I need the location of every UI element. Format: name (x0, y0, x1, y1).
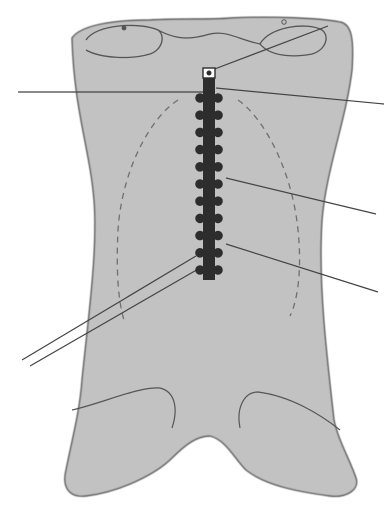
vertebra-body (202, 146, 216, 154)
vertebra (195, 162, 223, 172)
vertebra-body (202, 111, 216, 119)
vertebra-body (202, 266, 216, 274)
vertebra (195, 231, 223, 241)
vertebra (195, 196, 223, 206)
vertebra (195, 248, 223, 258)
vertebra-body (202, 214, 216, 222)
top-vertebra-dot (207, 71, 212, 76)
vertebra-body (202, 249, 216, 257)
left-shoulder-mark (122, 26, 127, 31)
vertebra (195, 110, 223, 120)
vertebra-body (202, 94, 216, 102)
vertebra (195, 145, 223, 155)
vertebra (195, 214, 223, 224)
vertebra (195, 179, 223, 189)
vertebra-body (202, 197, 216, 205)
vertebra-body (202, 128, 216, 136)
vertebra-body (202, 163, 216, 171)
vertebra-body (202, 232, 216, 240)
vertebra (195, 128, 223, 138)
vertebra (195, 265, 223, 275)
vertebra-body (202, 180, 216, 188)
vertebra (195, 93, 223, 103)
